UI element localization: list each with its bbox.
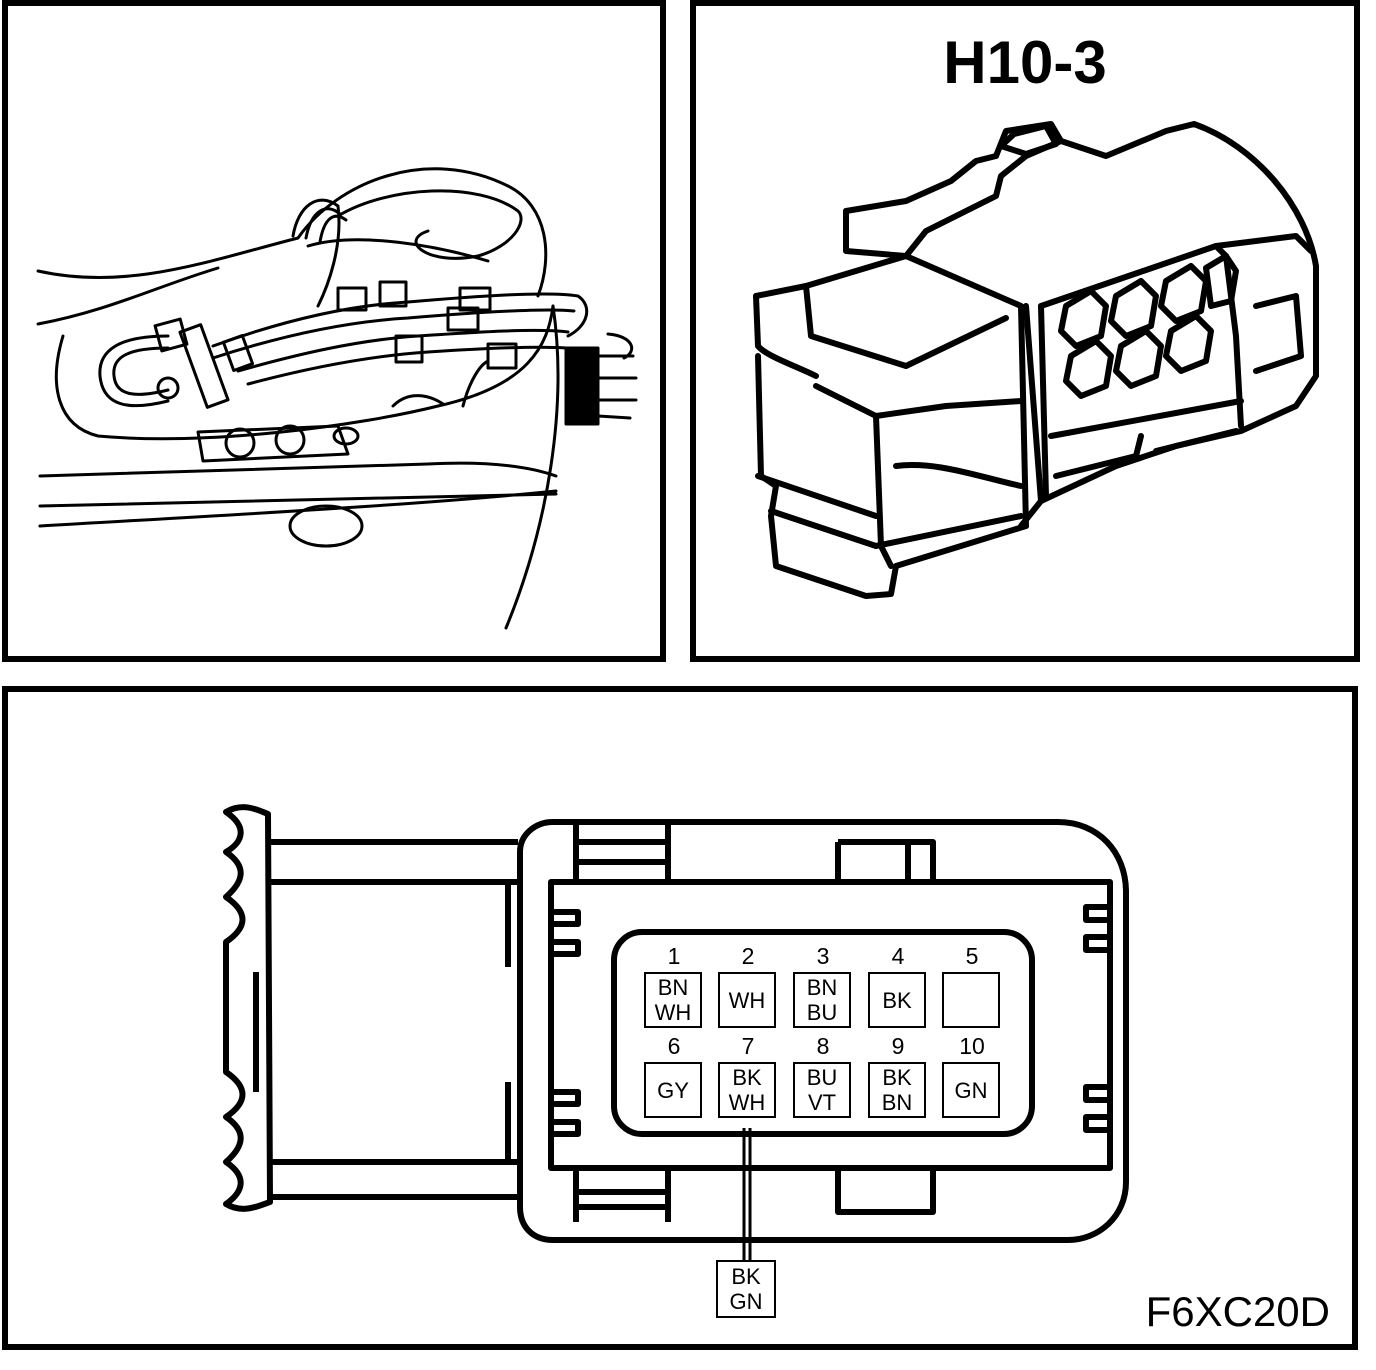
lead-wire-color-label: BK GN (716, 1260, 776, 1318)
wire-color-line1: BU (806, 1065, 838, 1090)
cavity-10-wire-color: GN (942, 1062, 1000, 1118)
connector-title: H10-3 (943, 29, 1107, 96)
wire-color-line2: VT (807, 1090, 837, 1115)
figure-code: F6XC20D (1145, 1288, 1330, 1335)
connector-iso-panel: H10-3 (690, 0, 1360, 662)
wire-color-line2: BU (806, 1000, 838, 1025)
cavity-6-wire-color: GY (644, 1062, 702, 1118)
cavity-number: 3 (816, 943, 830, 969)
connector-iso-drawing (753, 121, 1319, 599)
cavity-1-wire-color: BN WH (644, 972, 702, 1028)
cavity-number: 10 (959, 1033, 985, 1059)
wire-color-line1: BK (732, 1065, 762, 1090)
cavity-2-wire-color: WH (718, 972, 776, 1028)
wire-color-line1: BK (882, 1065, 912, 1090)
wire-color-line1: BK (882, 987, 912, 1013)
cavity-number: 1 (667, 943, 681, 969)
cavity-number: 2 (741, 943, 755, 969)
cavity-number: 9 (891, 1033, 905, 1059)
cavity-number: 5 (965, 943, 979, 969)
connector-face-drawing (223, 804, 1129, 1260)
cavity-8-wire-color: BU VT (793, 1062, 851, 1118)
wire-color-line2: GN (729, 1289, 763, 1314)
cavity-number: 8 (816, 1033, 830, 1059)
cavity-number: 6 (667, 1033, 681, 1059)
wire-color-line1: BN (657, 975, 689, 1000)
harness-location-drawing (36, 167, 638, 630)
location-view-panel (2, 0, 666, 662)
pinout-panel: 1 2 3 4 5 BN WH WH BN BU BK 6 7 8 9 10 G… (2, 686, 1358, 1350)
wire-color-line2: BN (881, 1090, 913, 1115)
cavity-number: 7 (741, 1033, 755, 1059)
wire-color-line2: WH (654, 1000, 692, 1025)
cavity-5-wire-color (942, 972, 1000, 1028)
wire-color-line1: BN (806, 975, 838, 1000)
wire-color-line1: GN (954, 1077, 988, 1103)
wire-color-line1: BK (731, 1264, 761, 1289)
cavity-4-wire-color: BK (868, 972, 926, 1028)
wire-color-line1: GY (657, 1077, 689, 1103)
cavity-9-wire-color: BK BN (868, 1062, 926, 1118)
wire-color-line2: WH (728, 1090, 766, 1115)
wire-color-line1: WH (728, 987, 766, 1013)
cavity-7-wire-color: BK WH (718, 1062, 776, 1118)
cavity-number: 4 (891, 943, 905, 969)
cavity-3-wire-color: BN BU (793, 972, 851, 1028)
